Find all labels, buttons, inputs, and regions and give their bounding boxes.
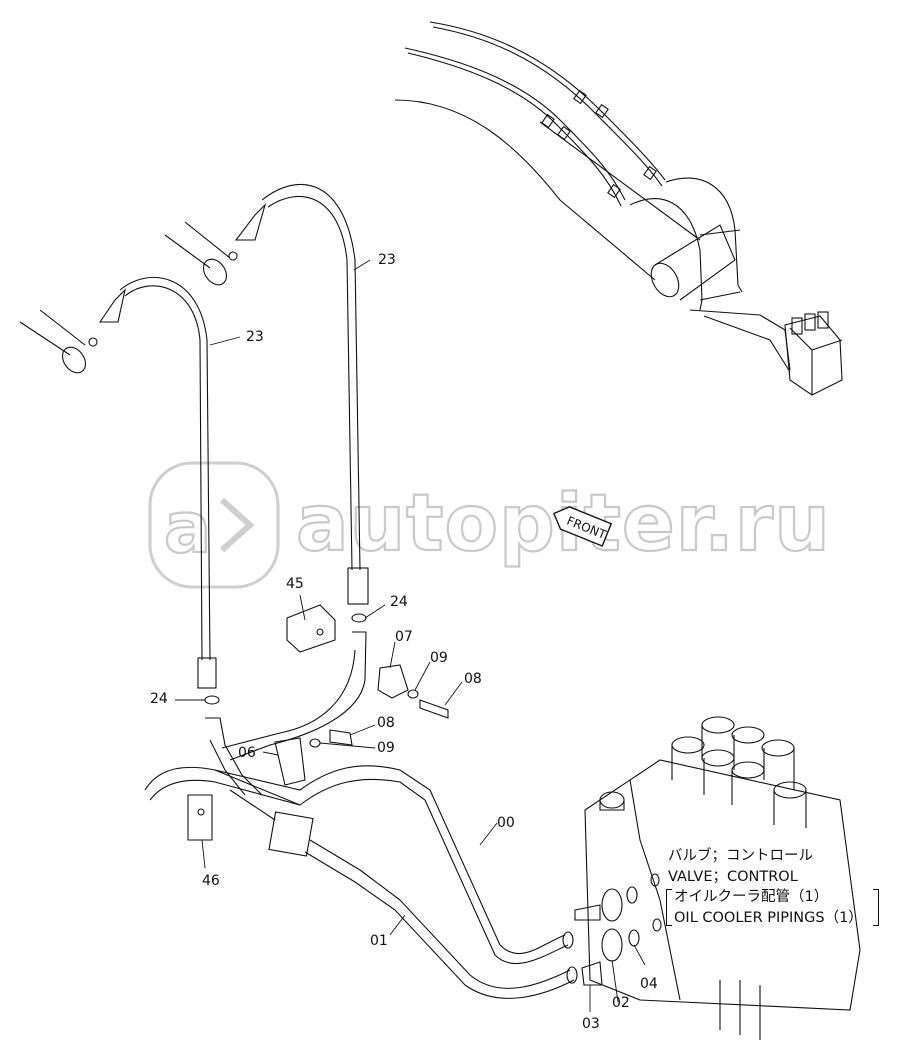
callout-23-right: 23	[378, 252, 396, 268]
control-valve-body	[584, 716, 861, 1040]
callout-23-left: 23	[246, 329, 264, 345]
hardware	[187, 604, 640, 986]
hose-23-right	[164, 183, 369, 761]
title-en-valve: VALVE；CONTROL	[668, 868, 798, 885]
callout-09-upper: 09	[430, 650, 448, 666]
title-jp-valve: バルブ；コントロール	[668, 848, 813, 864]
callout-06: 06	[238, 745, 256, 761]
callout-02: 02	[612, 995, 630, 1011]
watermark-logo-icon	[148, 461, 280, 589]
title-en-pipings: OIL COOLER PIPINGS（1）	[674, 909, 863, 926]
watermark-arrow-icon	[220, 497, 255, 553]
callout-08-lower: 08	[377, 715, 395, 731]
callout-01: 01	[370, 933, 388, 949]
hose-23-left	[19, 276, 263, 796]
title-bracket: オイルクーラ配管（1） OIL COOLER PIPINGS（1）	[666, 887, 879, 928]
callout-07: 07	[395, 629, 413, 645]
callout-24-lower: 24	[150, 691, 168, 707]
callout-03: 03	[582, 1016, 600, 1032]
title-block: バルブ；コントロール VALVE；CONTROL オイルクーラ配管（1） OIL…	[666, 846, 888, 928]
boom-assembly	[394, 21, 843, 396]
callout-00: 00	[497, 815, 515, 831]
callout-46: 46	[202, 873, 220, 889]
leader-lines	[175, 259, 646, 1012]
callout-45: 45	[286, 576, 304, 592]
callout-labels: 23 23 24 24 45 07 09 08 08 09 06 46 00 0…	[150, 252, 658, 1032]
pipe-00-01	[144, 765, 578, 999]
callout-08-upper: 08	[464, 671, 482, 687]
callout-04: 04	[640, 976, 658, 992]
watermark: a autopiter.ru	[148, 461, 831, 589]
callout-09-lower: 09	[377, 740, 395, 756]
title-jp-pipings: オイルクーラ配管（1）	[674, 889, 829, 905]
callout-24-upper: 24	[390, 594, 408, 610]
watermark-logo-glyph: a	[164, 487, 212, 569]
